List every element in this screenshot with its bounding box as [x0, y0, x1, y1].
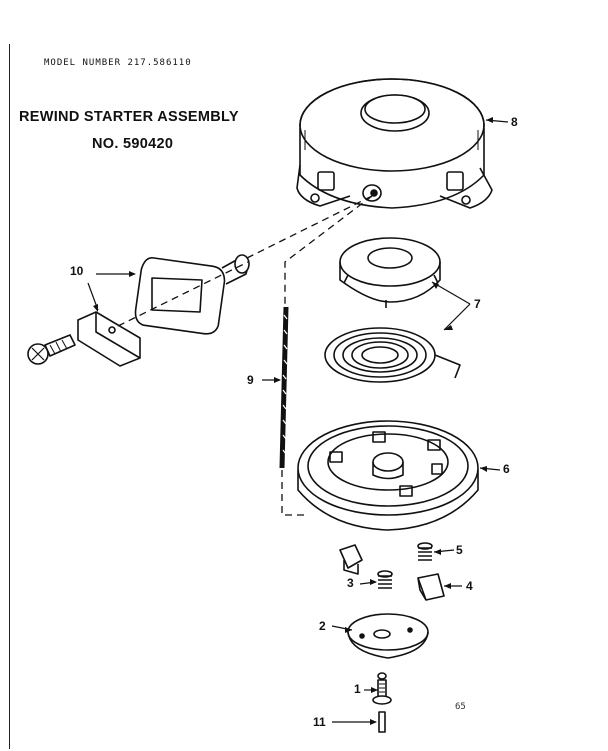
handle-screw — [27, 334, 76, 365]
callout-2: 2 — [319, 619, 326, 633]
part-9-starter-rope — [279, 306, 289, 469]
part-spring-retainer — [339, 544, 363, 575]
part-3-spring — [377, 570, 393, 589]
part-6-rope-pulley — [297, 420, 479, 531]
callout-1: 1 — [354, 682, 361, 696]
leader-arrowheads — [93, 117, 493, 725]
part-10-starter-handle — [134, 254, 250, 335]
callout-7: 7 — [474, 297, 481, 311]
callout-5: 5 — [456, 543, 463, 557]
part-1-screw — [372, 672, 392, 705]
callout-10: 10 — [70, 264, 84, 278]
callout-3: 3 — [347, 576, 354, 590]
model-number-label: MODEL NUMBER 217.586110 — [44, 58, 192, 68]
diagram-title: REWIND STARTER ASSEMBLY — [19, 109, 239, 125]
leader-lines — [87, 119, 509, 723]
page-border-line — [9, 44, 10, 749]
part-5-spring — [417, 542, 433, 561]
part-4-dog — [417, 573, 445, 601]
part-7-spring-cup — [339, 237, 441, 308]
part-10-handle-insert — [77, 311, 141, 367]
part-2-retainer-cup — [347, 613, 429, 659]
assembly-lines — [117, 195, 373, 516]
callout-4: 4 — [466, 579, 473, 593]
part-11-pin — [378, 711, 386, 733]
assembly-number: NO. 590420 — [92, 136, 174, 152]
part-7-recoil-spring — [324, 327, 461, 383]
callout-6: 6 — [503, 462, 510, 476]
part-8-starter-housing — [296, 78, 493, 209]
callout-8: 8 — [511, 115, 518, 129]
callout-9: 9 — [247, 373, 254, 387]
callout-11: 11 — [313, 715, 326, 729]
page-code: 65 — [455, 702, 466, 712]
